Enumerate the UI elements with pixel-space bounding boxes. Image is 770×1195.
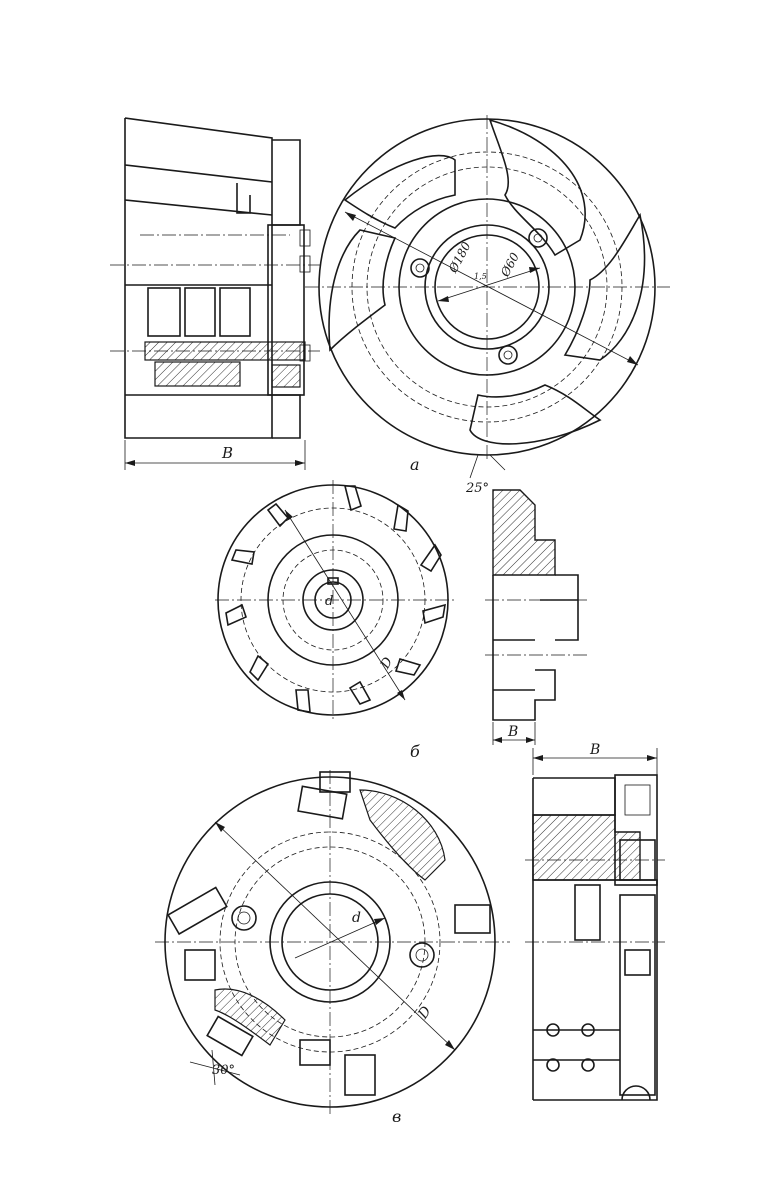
figure-c-diameter-label: D <box>415 1003 435 1022</box>
figure-c-front-view: d D 30° в <box>155 770 510 1126</box>
figure-b-side-view: B <box>485 489 590 745</box>
figure-b: d D б B <box>215 480 590 761</box>
figure-c-knife-holders <box>167 771 491 1096</box>
figure-a-angle: 25° <box>465 481 489 496</box>
figure-c-width-label: B <box>589 742 600 758</box>
figure-b-width-label: B <box>507 724 518 740</box>
figure-b-teeth <box>225 485 446 713</box>
figure-a-width-label: B <box>221 444 233 462</box>
figure-a-outer-diameter-tol: 1,5 <box>474 272 487 281</box>
figure-a-caption: а <box>410 455 420 474</box>
figure-a: B <box>110 115 670 496</box>
figure-c: d D 30° в <box>155 742 665 1126</box>
figure-c-side-view: B <box>525 742 665 1101</box>
figure-c-caption: в <box>392 1107 401 1126</box>
figure-c-bore-label: d <box>352 910 361 926</box>
figure-b-front-view: d D б <box>215 480 455 761</box>
figure-a-front-view: Ø180 1,5 Ø60 25° а <box>305 115 670 496</box>
figure-b-caption: б <box>410 742 420 761</box>
figure-b-bore-label: d <box>325 594 333 609</box>
figure-b-diameter-label: D <box>377 654 396 672</box>
figure-a-bore-diameter: Ø60 <box>497 250 522 280</box>
figure-a-teeth <box>328 118 646 445</box>
figure-a-outer-diameter: Ø180 <box>445 239 473 276</box>
figure-c-angle: 30° <box>212 1063 235 1078</box>
figure-a-side-view: B <box>110 117 320 470</box>
